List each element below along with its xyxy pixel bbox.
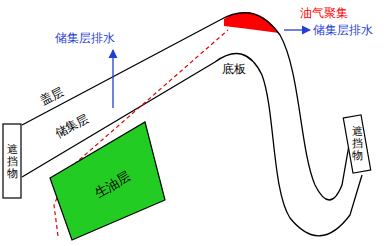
band-outline [50,122,165,240]
barrier-label: 遮挡物 [7,144,18,180]
drainage-label: 储集层排水 [55,31,115,45]
reservoir-label: 储集层 [53,111,92,141]
barrier-right [343,115,370,173]
floor-label: 底板 [222,62,246,76]
barrier-label: 遮挡物 [352,126,363,162]
cap-rock-label: 盖层 [38,84,66,108]
accumulation-label: 油气聚集 [300,6,348,20]
drainage-arrow [284,29,310,30]
source-rock-band: 生油层 [48,120,168,242]
barrier-left [3,124,21,198]
drainage-label: 储集层排水 [313,23,373,37]
drainage-arrow [112,50,113,108]
